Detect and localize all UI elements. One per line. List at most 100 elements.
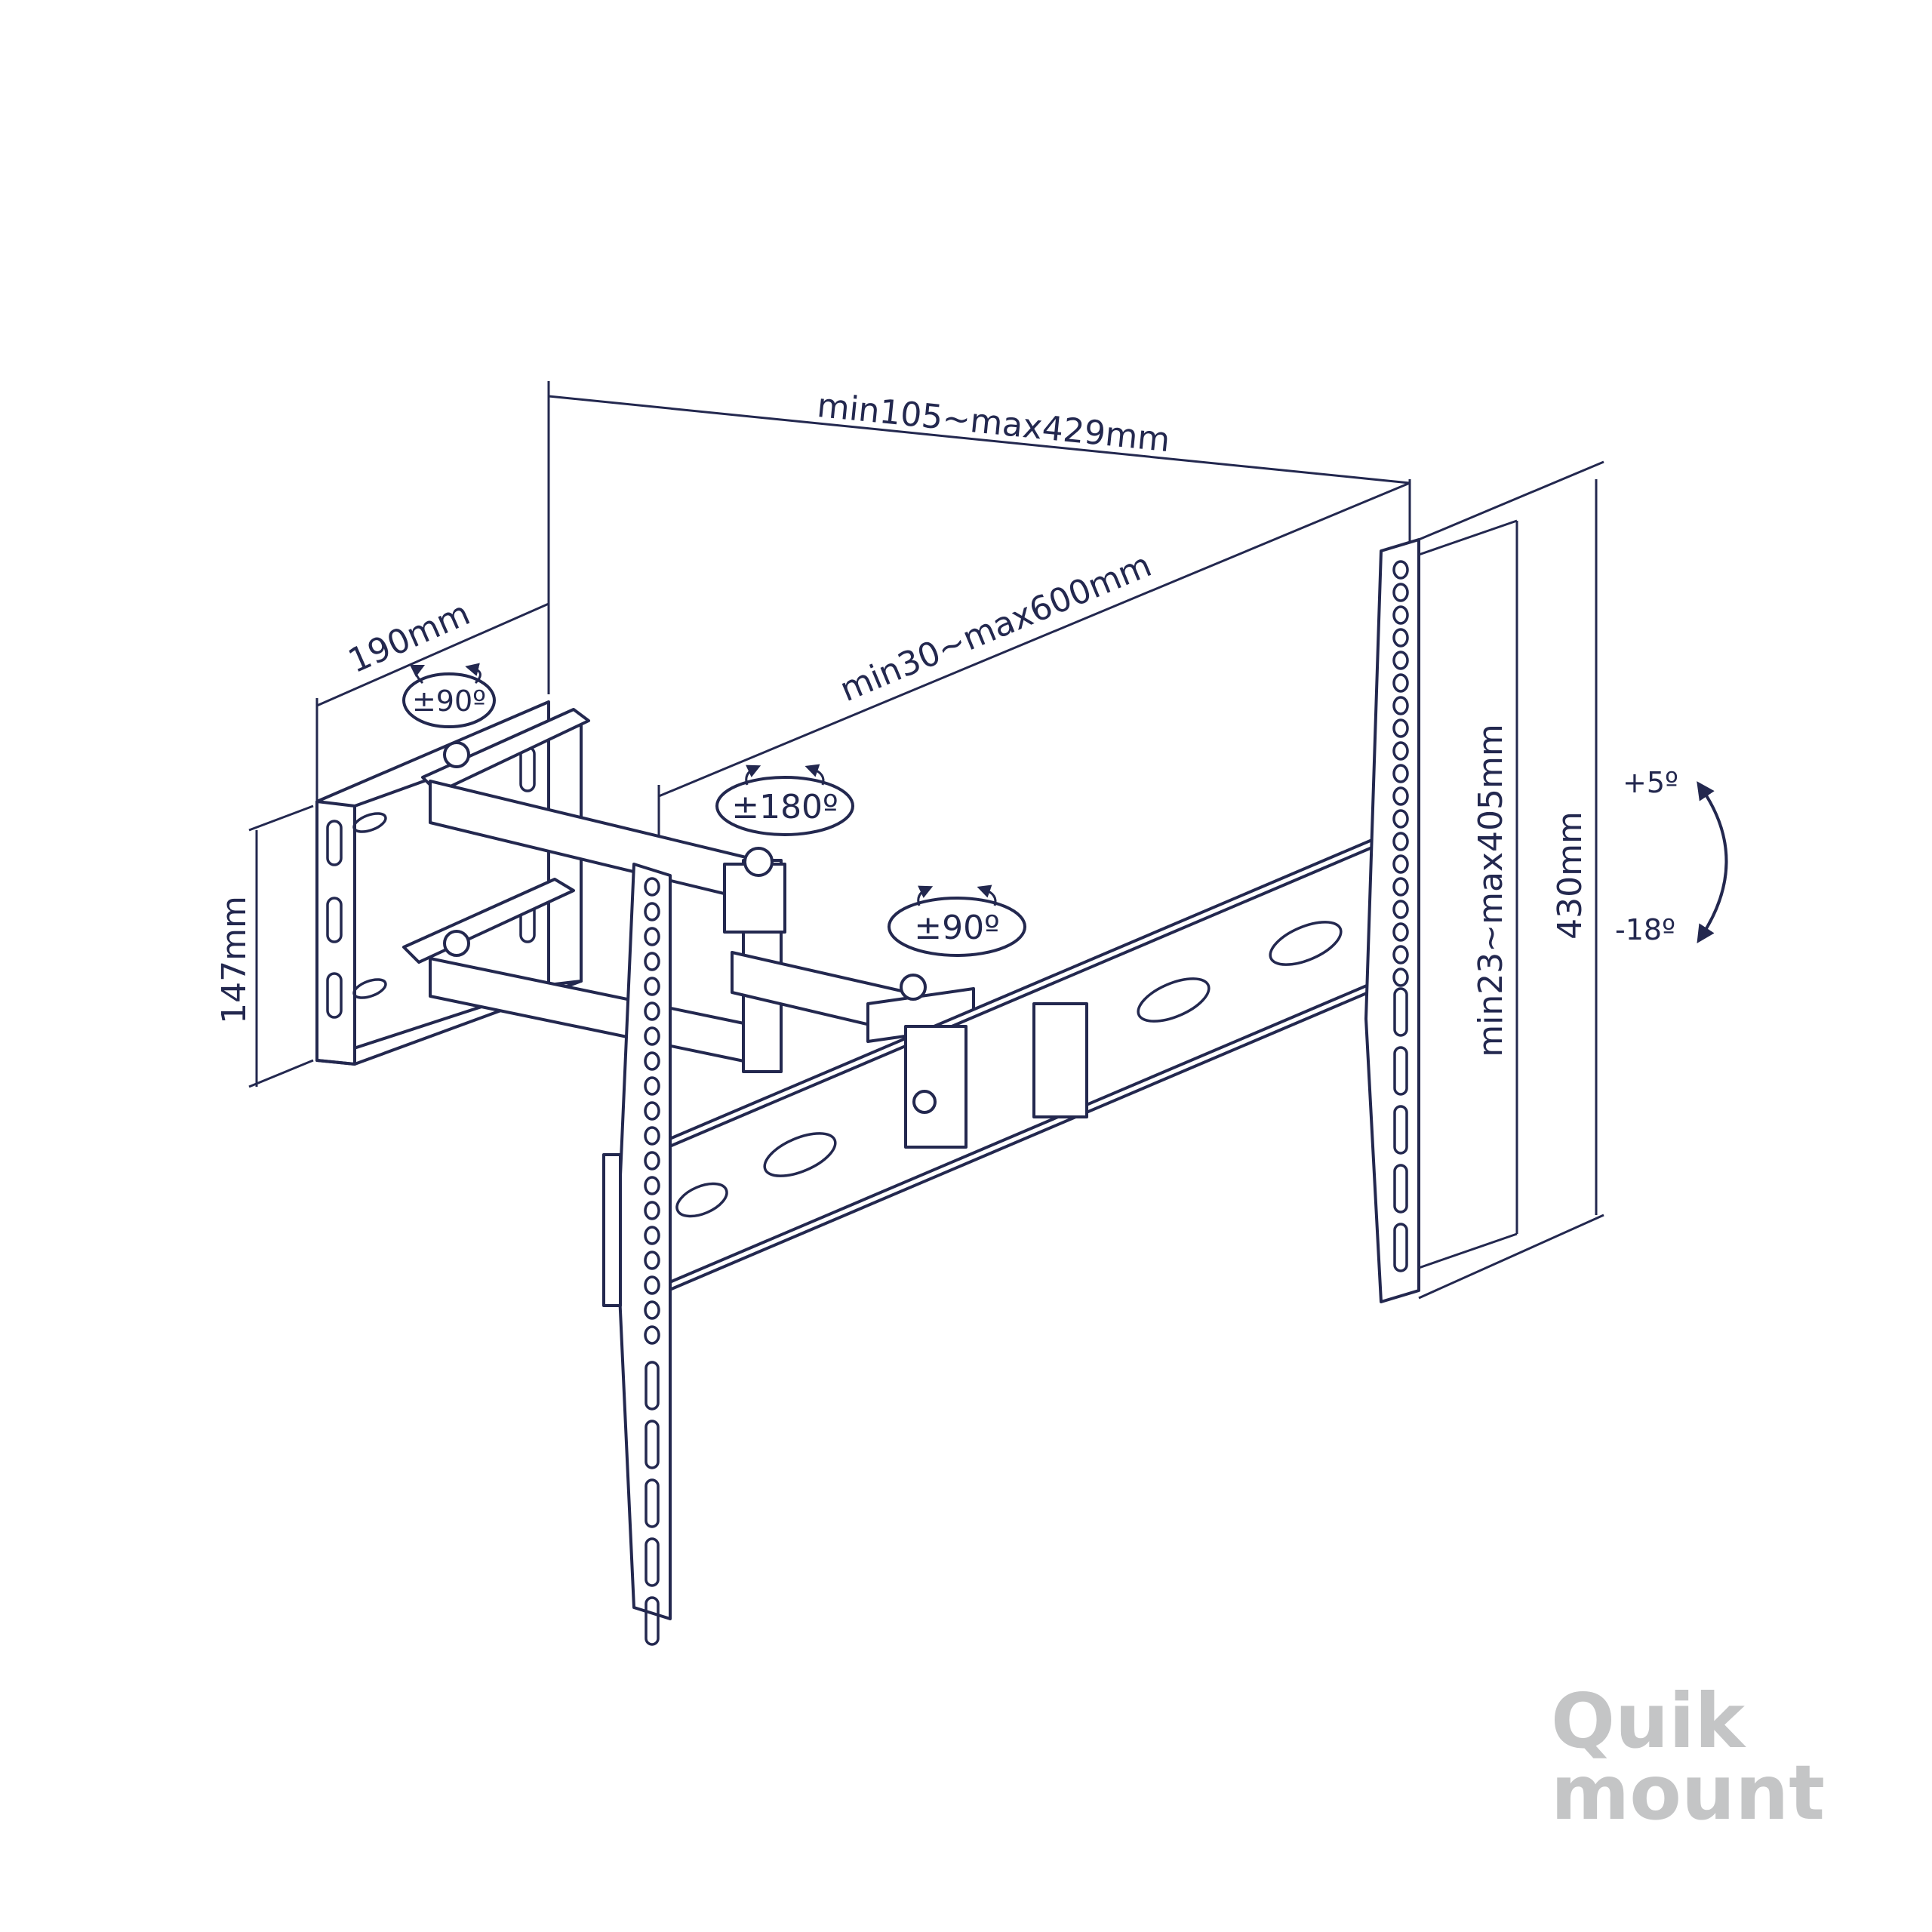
arm-swivel-badge: ±180º (715, 764, 854, 836)
right-bracket-slot-4 (1393, 1164, 1408, 1214)
tilt-indicator: +5º -18º (1615, 766, 1728, 946)
left-bracket-hole-15 (644, 1226, 660, 1245)
brand-logo: Quik mount (1551, 1677, 1825, 1837)
right-bracket-hole-2 (1392, 583, 1409, 602)
plate-height-ext-top (248, 804, 314, 832)
head-swivel-arrow-right (977, 884, 997, 906)
elbow-nut (743, 847, 774, 877)
vesa-ext-bottom (1418, 1232, 1518, 1269)
wall-swivel-badge: ±90º (402, 663, 496, 728)
lower-hinge-nut (443, 930, 470, 957)
left-bracket-hole-9 (644, 1076, 660, 1096)
depth-label: min105~max429mm (815, 386, 1171, 460)
head-swivel-badge: ±90º (888, 884, 1026, 957)
rail-lip-lower (666, 980, 1379, 1284)
arm-swivel-ellipse (715, 776, 854, 836)
left-bracket-hole-6 (644, 1001, 660, 1021)
left-vertical-bracket (602, 863, 672, 1646)
tilt-arc (1697, 781, 1728, 944)
rail-slot-2 (1137, 977, 1211, 1023)
left-bracket-hole-3 (644, 927, 660, 946)
vesa-ext-top (1418, 519, 1518, 556)
right-bracket-hole-15 (1392, 877, 1409, 897)
right-bracket-hole-3 (1392, 605, 1409, 625)
left-bracket-slot-3 (645, 1478, 660, 1528)
left-bracket-hole-13 (644, 1176, 660, 1195)
wall-swivel-ellipse (402, 672, 496, 728)
right-bracket-hole-17 (1392, 922, 1409, 942)
right-bracket-slot-5 (1393, 1223, 1408, 1272)
vesa-label: min23~max405mm (1472, 724, 1510, 1057)
left-bracket-hole-17 (644, 1275, 660, 1295)
dimension-lines (248, 381, 1604, 1300)
rail-lip-upper (666, 844, 1379, 1149)
left-bracket-hole-10 (644, 1101, 660, 1121)
left-bracket-hole-11 (644, 1126, 660, 1146)
right-bracket-hole-11 (1392, 786, 1409, 806)
left-bracket-hole-5 (644, 977, 660, 996)
plate-height-ext-bottom (248, 1059, 314, 1088)
arm-extension-label: min30~max600mm (835, 546, 1157, 709)
left-bracket-hole-4 (644, 952, 660, 971)
left-bracket-holes (644, 877, 660, 1646)
left-bracket-hole-16 (644, 1251, 660, 1270)
tilt-down-label: -18º (1615, 913, 1675, 946)
arm-swivel-arrow-right (804, 764, 825, 786)
plate-width-label: 190mm (343, 594, 475, 681)
height-ext-top (1409, 460, 1604, 545)
right-bracket-hole-18 (1392, 945, 1409, 964)
plate-height-label: 147mm (215, 896, 254, 1024)
lower-arm-1 (429, 957, 760, 1066)
right-bracket-hole-1 (1392, 560, 1409, 580)
wall-plate-side (315, 800, 356, 1066)
rail-slot-4 (675, 1182, 728, 1218)
right-bracket-slot-1 (1393, 987, 1408, 1037)
brand-logo-line2: mount (1551, 1749, 1825, 1837)
head-swivel-ellipse (888, 897, 1026, 957)
brand-logo-line1: Quik (1551, 1677, 1746, 1765)
right-bracket-body (1364, 538, 1420, 1303)
height-label: 430mm (1551, 811, 1589, 940)
wall-hole-1 (352, 812, 387, 833)
height-ext-bottom (1418, 1214, 1604, 1300)
center-bracket (1032, 1002, 1088, 1118)
upper-hinge-nut (443, 741, 470, 768)
tilt-up-label: +5º (1623, 766, 1678, 799)
right-bracket-hole-14 (1392, 854, 1409, 874)
head-nut (900, 974, 927, 1001)
right-vertical-bracket (1364, 538, 1420, 1303)
right-bracket-hole-9 (1392, 741, 1409, 761)
rail-slot-1 (763, 1132, 837, 1177)
left-bracket-slot-4 (645, 1537, 660, 1587)
plate-width-dim-line (316, 602, 549, 707)
left-bracket-slot-2 (645, 1420, 660, 1469)
left-bracket-slot-1 (645, 1361, 660, 1411)
depth-dim-line (548, 395, 1411, 485)
left-bracket-hole-1 (644, 877, 660, 897)
arm-swivel-label: ±180º (731, 788, 838, 826)
wall-slot-2 (326, 897, 343, 943)
wall-slot-1 (326, 820, 343, 866)
arm-swivel-arrow-left (745, 764, 761, 786)
wall-swivel-arrow-left (409, 664, 426, 685)
right-bracket-slot-2 (1393, 1046, 1408, 1096)
wall-swivel-label: ±90º (412, 685, 486, 718)
rail-slot-3 (1269, 921, 1343, 966)
right-bracket-hole-5 (1392, 651, 1409, 670)
left-bracket-hole-14 (644, 1201, 660, 1220)
head-swivel-label: ±90º (914, 909, 1000, 947)
left-bracket-hole-18 (644, 1300, 660, 1320)
tilt-head-bolt (912, 1090, 937, 1114)
right-bracket-hole-13 (1392, 832, 1409, 851)
right-bracket-hole-8 (1392, 718, 1409, 738)
wall-swivel-arrow-right (465, 663, 481, 685)
left-bracket-hole-7 (644, 1026, 660, 1046)
left-bracket-hole-2 (644, 902, 660, 921)
arm-dim-line (658, 481, 1411, 798)
right-bracket-hole-7 (1392, 696, 1409, 715)
right-bracket-hole-6 (1392, 673, 1409, 693)
right-bracket-hole-12 (1392, 809, 1409, 829)
left-bracket-slot-5 (645, 1596, 660, 1646)
